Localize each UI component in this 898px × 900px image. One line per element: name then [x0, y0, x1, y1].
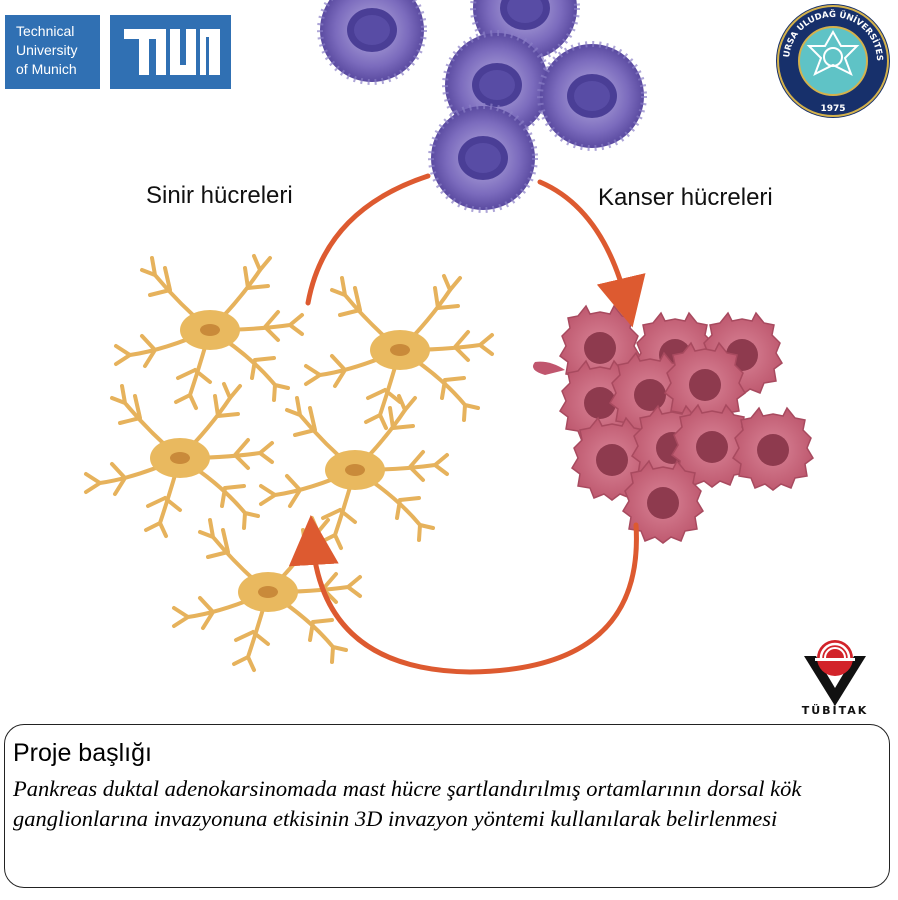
cancer-cell — [732, 407, 814, 491]
nerve-cell — [114, 254, 304, 410]
tum-logo-text: Technical University of Munich — [5, 15, 100, 89]
cancer-cells — [532, 305, 814, 544]
nerve-cells — [84, 254, 494, 672]
bursa-uludag-seal: BURSA ULUDAĞ ÜNİVERSİTESİ 1975 — [774, 2, 890, 118]
tum-logo-line-1: Technical — [16, 23, 75, 39]
mast-cells — [320, 0, 644, 210]
nerve-cells-label: Sinir hücreleri — [146, 182, 293, 209]
arrow-nerve-to-mast — [305, 173, 431, 306]
nerve-cell — [259, 394, 449, 550]
arrow-cancer-to-nerve — [288, 515, 639, 675]
cell-interaction-diagram — [84, 0, 814, 675]
nerve-cell — [172, 516, 362, 672]
tum-logo-line-3: of Munich — [16, 61, 77, 77]
tum-logo-line-2: University — [16, 42, 78, 58]
tum-logo-mark — [110, 15, 231, 89]
arrow-mast-to-cancer — [537, 179, 646, 328]
tubitak-label: TÜBİTAK — [801, 704, 869, 717]
project-title: Pankreas duktal adenokarsinomada mast hü… — [13, 776, 802, 831]
tubitak-logo — [804, 640, 866, 706]
nerve-cell — [84, 382, 274, 538]
mast-cell — [320, 0, 424, 82]
project-heading: Proje başlığı — [13, 739, 152, 767]
seal-year: 1975 — [820, 104, 845, 114]
project-title-box: Proje başlığı Pankreas duktal adenokarsi… — [4, 724, 890, 888]
mast-cell — [540, 44, 644, 148]
mast-cell — [431, 106, 535, 210]
nerve-cell — [304, 274, 494, 430]
cancer-cells-label: Kanser hücreleri — [598, 184, 773, 211]
